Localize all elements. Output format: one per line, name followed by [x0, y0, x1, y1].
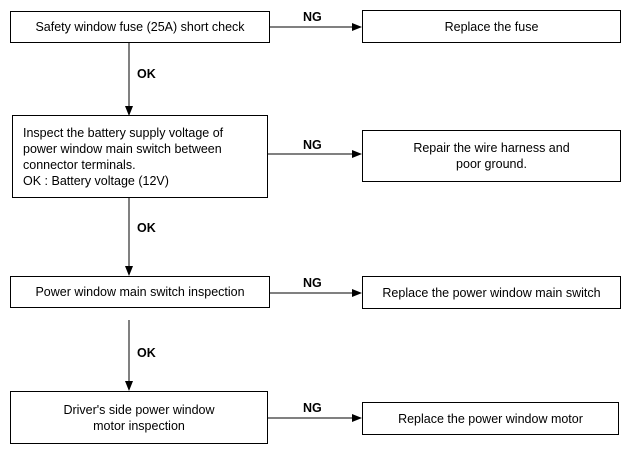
action-box-replace-main-switch: Replace the power window main switch — [362, 276, 621, 309]
check-box-fuse: Safety window fuse (25A) short check — [10, 11, 270, 43]
ok-label-2: OK — [137, 221, 156, 235]
ng-label-3: NG — [303, 276, 322, 290]
ok-label-1: OK — [137, 67, 156, 81]
check-box-motor: Driver's side power window motor inspect… — [10, 391, 268, 444]
check-box-battery-voltage: Inspect the battery supply voltage of po… — [12, 115, 268, 198]
ng-label-2: NG — [303, 138, 322, 152]
ok-label-3: OK — [137, 346, 156, 360]
action-box-replace-motor: Replace the power window motor — [362, 402, 619, 435]
ng-label-4: NG — [303, 401, 322, 415]
action-box-repair-harness: Repair the wire harness and poor ground. — [362, 130, 621, 182]
check-box-main-switch: Power window main switch inspection — [10, 276, 270, 308]
action-box-replace-fuse: Replace the fuse — [362, 10, 621, 43]
ng-label-1: NG — [303, 10, 322, 24]
